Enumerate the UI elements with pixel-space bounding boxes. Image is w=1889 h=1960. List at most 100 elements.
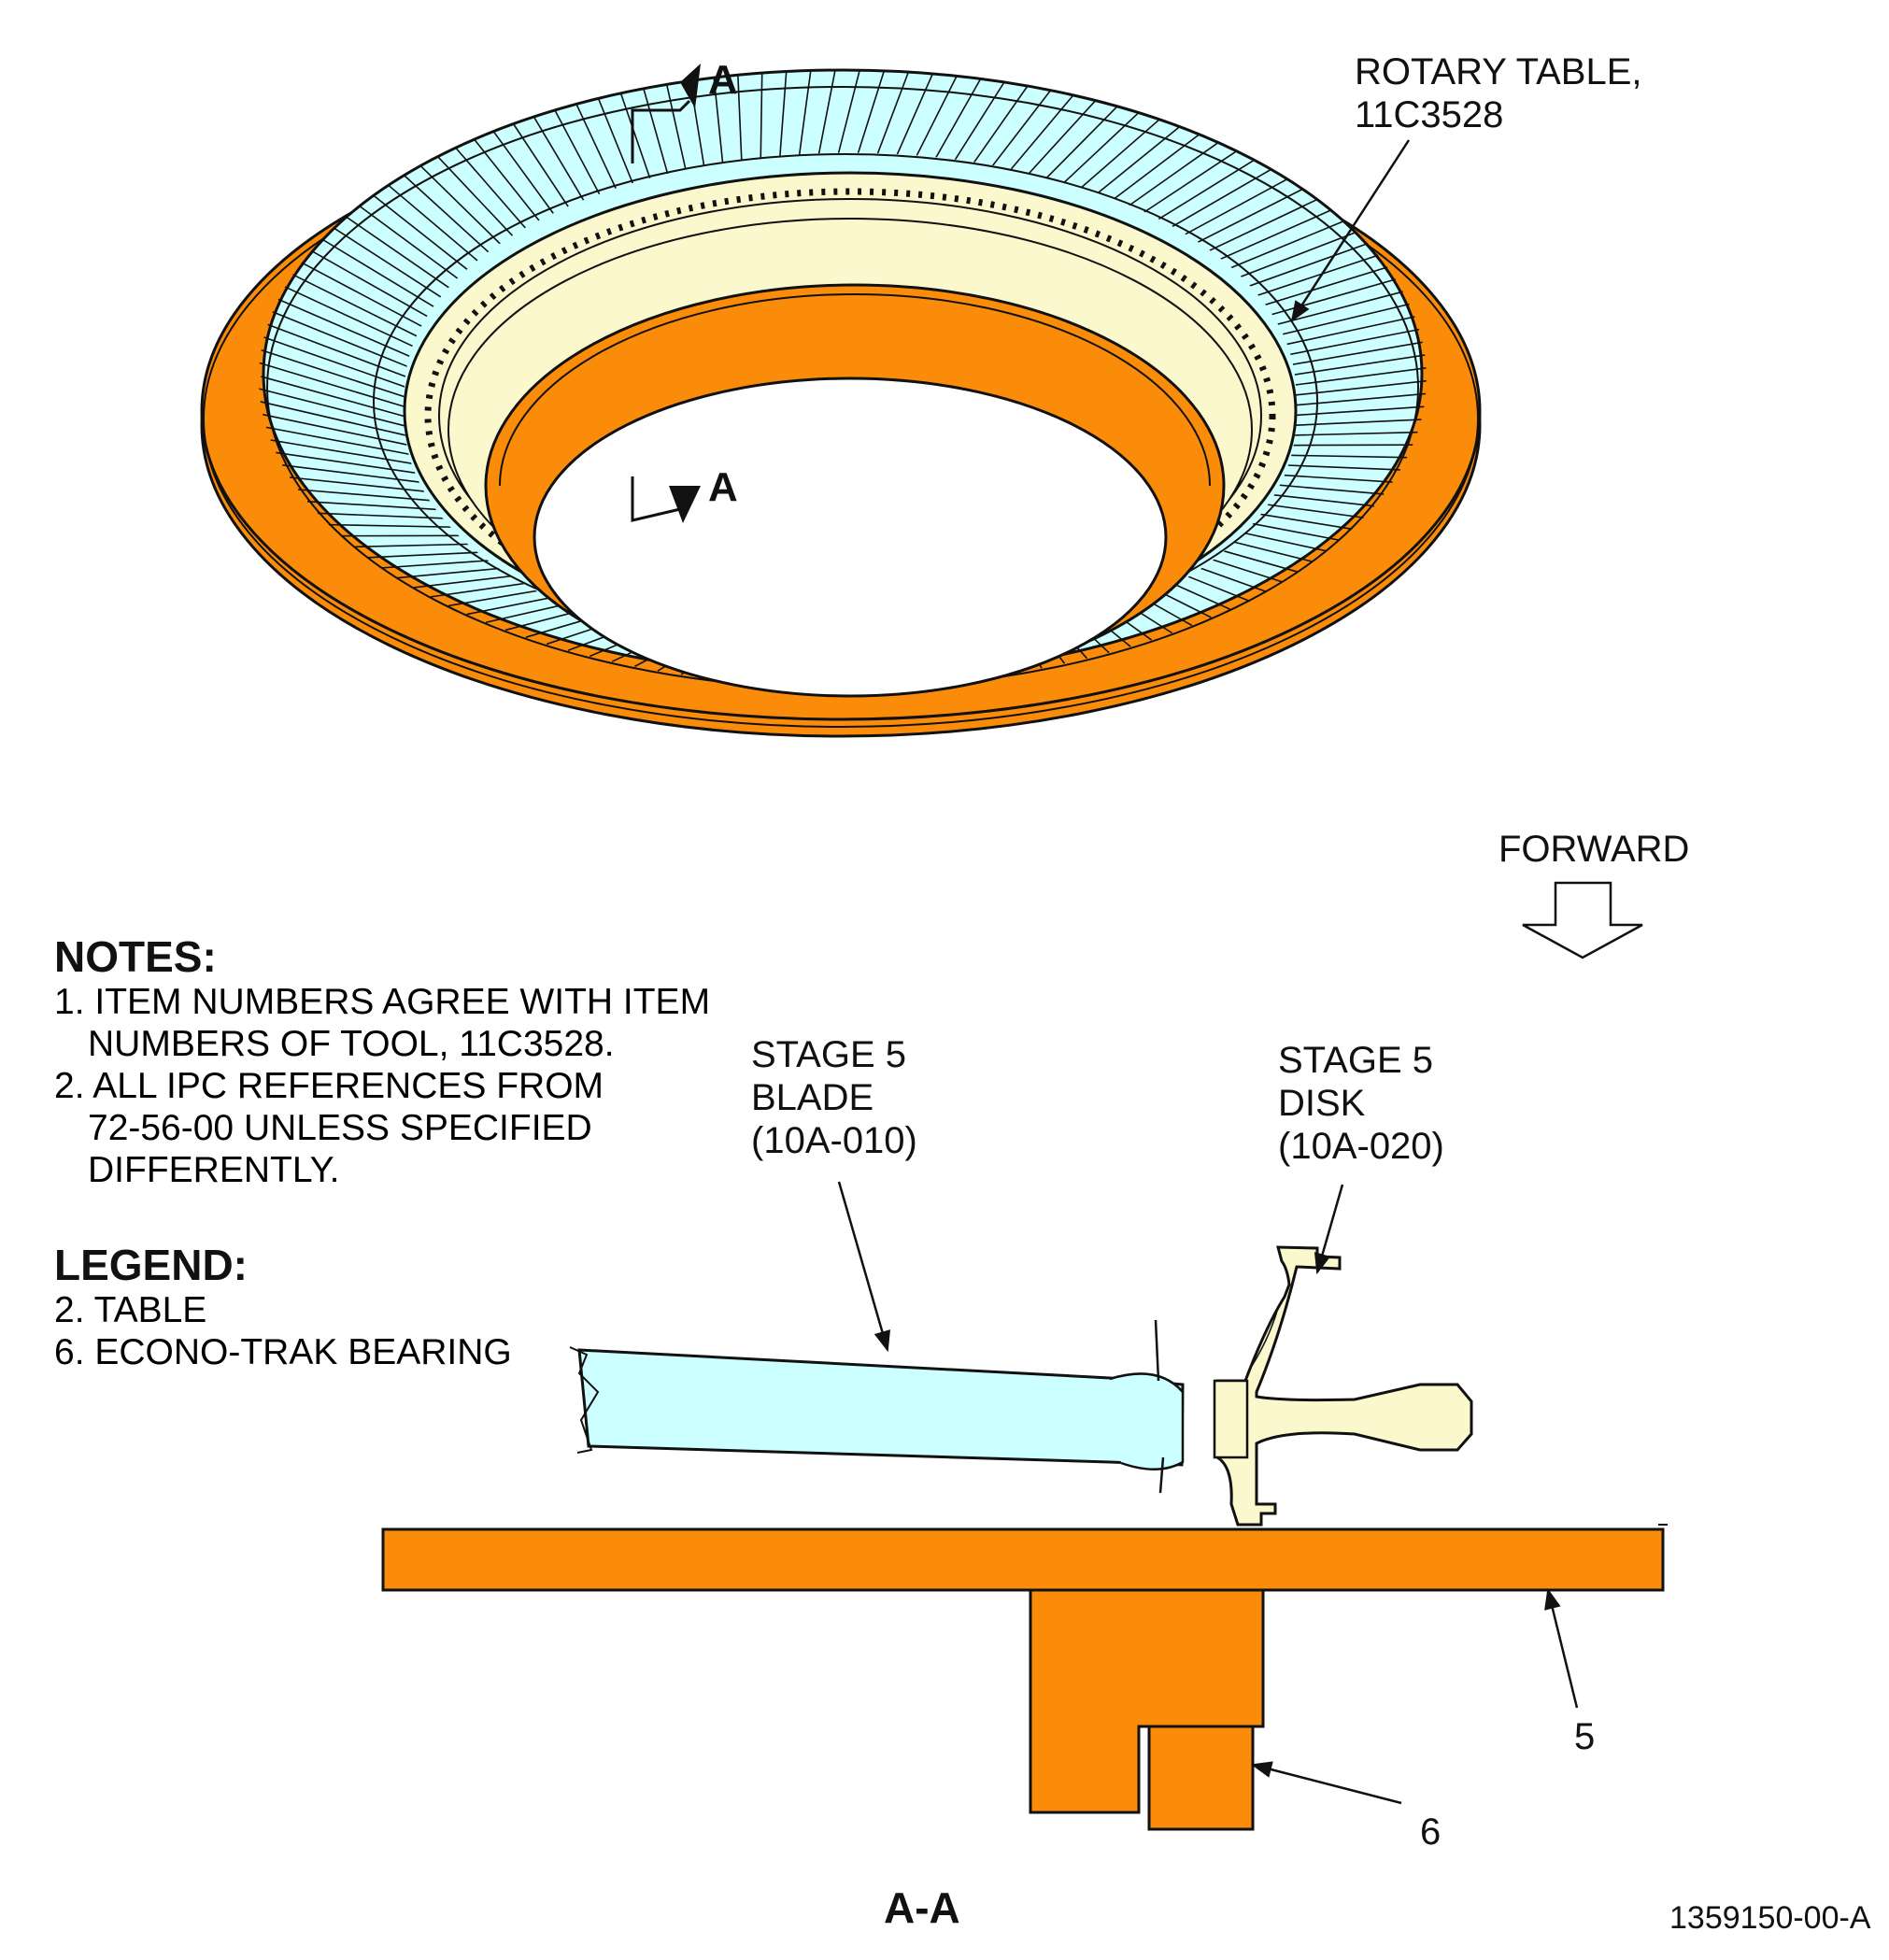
blade-divider xyxy=(1271,328,1420,359)
leader-blade xyxy=(837,1181,891,1353)
table-stem xyxy=(1029,1588,1265,1814)
blade-divider xyxy=(1281,379,1427,398)
blade-divider xyxy=(260,401,407,437)
blade-divider xyxy=(372,194,478,278)
blade-divider xyxy=(284,286,419,349)
note-2-line-2: 72-56-00 UNLESS SPECIFIED xyxy=(88,1108,592,1148)
forward-label: FORWARD xyxy=(1498,829,1690,870)
blade-divider xyxy=(317,512,459,520)
blade-divider xyxy=(1227,242,1369,295)
blade-divider xyxy=(1250,278,1397,321)
note-2-line-3: DIFFERENTLY. xyxy=(88,1150,340,1190)
blade-divider xyxy=(554,109,608,210)
blade-divider xyxy=(267,323,407,378)
blade-divider xyxy=(290,476,435,493)
blade-divider xyxy=(292,274,423,340)
blade-divider xyxy=(282,464,429,485)
blade-divider xyxy=(1262,303,1410,340)
blade-divider xyxy=(512,123,578,221)
blade-divider xyxy=(1235,254,1379,304)
table-section xyxy=(381,1527,1665,1592)
blade-divider xyxy=(345,216,459,295)
blade-divider xyxy=(261,348,405,398)
blade-divider xyxy=(353,543,488,548)
rotary-table-isometric xyxy=(200,68,1482,738)
note-1-line-1: 1. ITEM NUMBERS AGREE WITH ITEM xyxy=(54,982,711,1022)
blade-divider xyxy=(276,451,423,476)
blade-divider xyxy=(575,103,624,205)
blade-divider xyxy=(321,238,443,313)
stage5-disk-shape xyxy=(1215,1245,1473,1527)
section-marker-label-bottom: A xyxy=(708,464,738,510)
legend-heading: LEGEND: xyxy=(54,1241,248,1289)
blade-divider xyxy=(1278,354,1426,378)
leader-item-6 xyxy=(1250,1761,1402,1805)
section-marker-top xyxy=(631,64,701,163)
stage5-disk-label: STAGE 5 DISK (10A-020) xyxy=(1278,1040,1444,1167)
disk-slots xyxy=(424,188,1276,644)
blade-divider xyxy=(1271,454,1408,459)
notes-list: 1. ITEM NUMBERS AGREE WITH ITEM NUMBERS … xyxy=(54,981,710,1191)
note-1-line-2: NUMBERS OF TOOL, 11C3528. xyxy=(88,1024,615,1064)
blade-divider xyxy=(297,489,442,503)
legend-block: LEGEND: 2. TABLE 6. ECONO-TRAK BEARING xyxy=(54,1241,512,1373)
leader-item-5 xyxy=(1544,1587,1579,1709)
blade-divider xyxy=(619,92,657,196)
blade-divider xyxy=(533,116,593,216)
notes-heading: NOTES: xyxy=(54,932,217,981)
legend-list: 2. TABLE 6. ECONO-TRAK BEARING xyxy=(54,1289,512,1373)
stage5-blade-shape xyxy=(577,1348,1185,1467)
blade-divider xyxy=(454,147,536,240)
blade-divider xyxy=(263,336,405,388)
section-title: A-A xyxy=(884,1883,960,1932)
blade-divider xyxy=(258,375,405,418)
blade-divider xyxy=(387,184,489,270)
blade-divider xyxy=(277,298,414,359)
blade-divider xyxy=(1280,367,1427,388)
leader-rotary-table xyxy=(1290,139,1411,322)
blade-divider xyxy=(270,439,418,465)
blade-divider xyxy=(597,97,640,200)
figure-id: 1359150-00-A xyxy=(1669,1900,1871,1936)
blade-divider xyxy=(333,227,450,304)
blade-divider xyxy=(306,500,450,511)
blade-divider xyxy=(272,311,410,369)
blade-divider xyxy=(1275,341,1423,369)
blade-divider xyxy=(1280,419,1422,427)
section-marker-bottom xyxy=(631,476,701,523)
blade-divider xyxy=(263,413,410,447)
legend-item-table: 2. TABLE xyxy=(54,1290,207,1330)
blade-divider xyxy=(1262,473,1393,483)
blade-divider xyxy=(1281,405,1425,418)
blade-divider xyxy=(1268,316,1415,349)
blade-divider xyxy=(419,164,511,255)
blade-divider xyxy=(1281,392,1427,407)
item-6-label: 6 xyxy=(1420,1811,1442,1853)
item-5-label: 5 xyxy=(1574,1716,1596,1757)
econo-trak-bearing xyxy=(1147,1725,1255,1831)
forward-arrow xyxy=(1522,881,1643,959)
legend-item-bearing: 6. ECONO-TRAK BEARING xyxy=(54,1332,512,1372)
section-view xyxy=(381,1245,1668,1831)
blade-divider xyxy=(436,155,523,248)
blade-divider xyxy=(301,262,429,331)
blade-divider xyxy=(259,362,405,407)
blade-divider xyxy=(1217,231,1357,287)
blade-divider xyxy=(1268,463,1400,471)
blade-divider xyxy=(367,550,499,559)
blade-divider xyxy=(358,205,468,287)
note-2-line-1: 2. ALL IPC REFERENCES FROM xyxy=(54,1066,604,1106)
stage5-blade-label: STAGE 5 BLADE (10A-010) xyxy=(751,1034,917,1161)
blade-divider xyxy=(1278,431,1418,437)
blade-divider xyxy=(1257,291,1403,331)
blade-divider xyxy=(310,249,435,321)
blade-divider xyxy=(265,426,414,456)
blade-divider xyxy=(403,174,500,263)
leader-disk xyxy=(1314,1184,1344,1275)
rotary-table-label: ROTARY TABLE, 11C3528 xyxy=(1355,51,1642,135)
notes-block: NOTES: 1. ITEM NUMBERS AGREE WITH ITEM N… xyxy=(54,932,710,1191)
blade-divider xyxy=(1243,266,1388,313)
blade-divider xyxy=(328,523,467,529)
blade-divider xyxy=(473,138,550,234)
